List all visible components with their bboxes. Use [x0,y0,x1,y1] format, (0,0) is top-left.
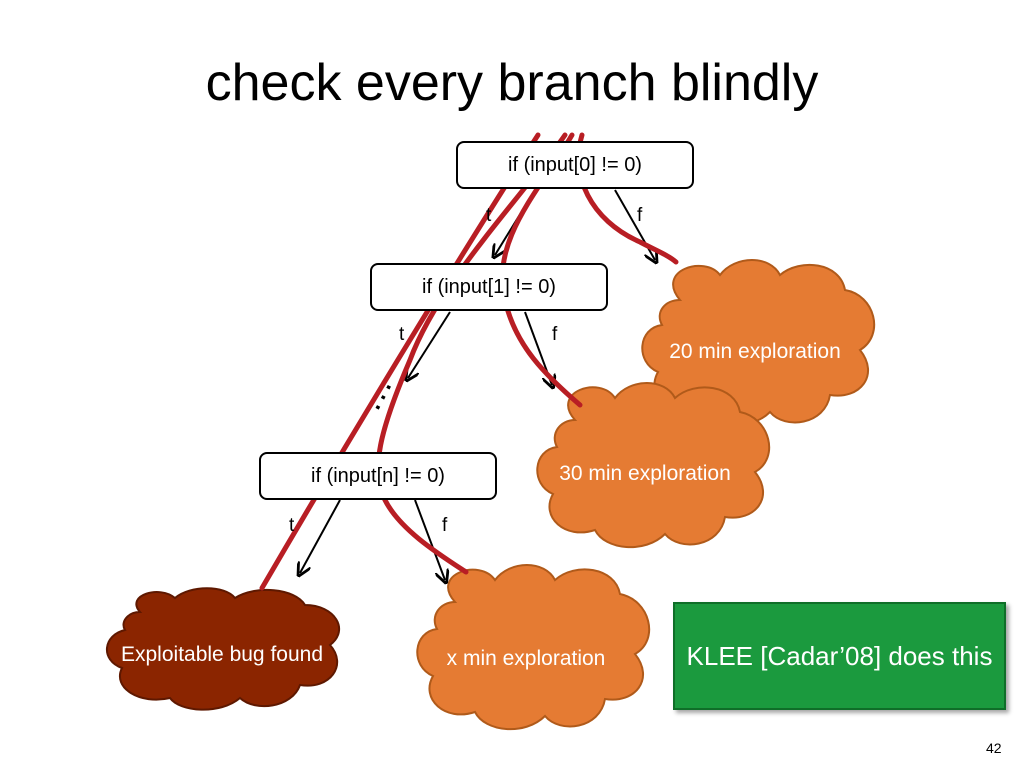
true-label-1: t [399,324,405,345]
branch-condition-input-n: if (input[n] != 0) [259,452,497,500]
cloud-x-min-shape [416,564,651,730]
true-label-0: t [486,205,492,226]
cloud-20-min-label: 20 min exploration [669,339,841,363]
branch-condition-input-1: if (input[1] != 0) [370,263,608,311]
cloud-x-min-label: x min exploration [446,646,606,670]
slide-title: check every branch blindly [205,54,819,112]
page-number: 42 [986,740,1002,756]
cloud-bug-label: Exploitable bug found [121,642,323,666]
false-label-n: f [442,515,448,536]
true-label-n: t [289,515,295,536]
cloud-30-min-shape [536,382,771,548]
false-label-0: f [637,205,643,226]
false-label-1: f [552,324,558,345]
branch-condition-input-0: if (input[0] != 0) [456,141,694,189]
cloud-bug-shape [105,587,341,711]
klee-note: KLEE [Cadar’08] does this [673,602,1006,710]
cloud-20-min-shape [641,259,876,426]
cloud-30-min-label: 30 min exploration [559,461,731,485]
